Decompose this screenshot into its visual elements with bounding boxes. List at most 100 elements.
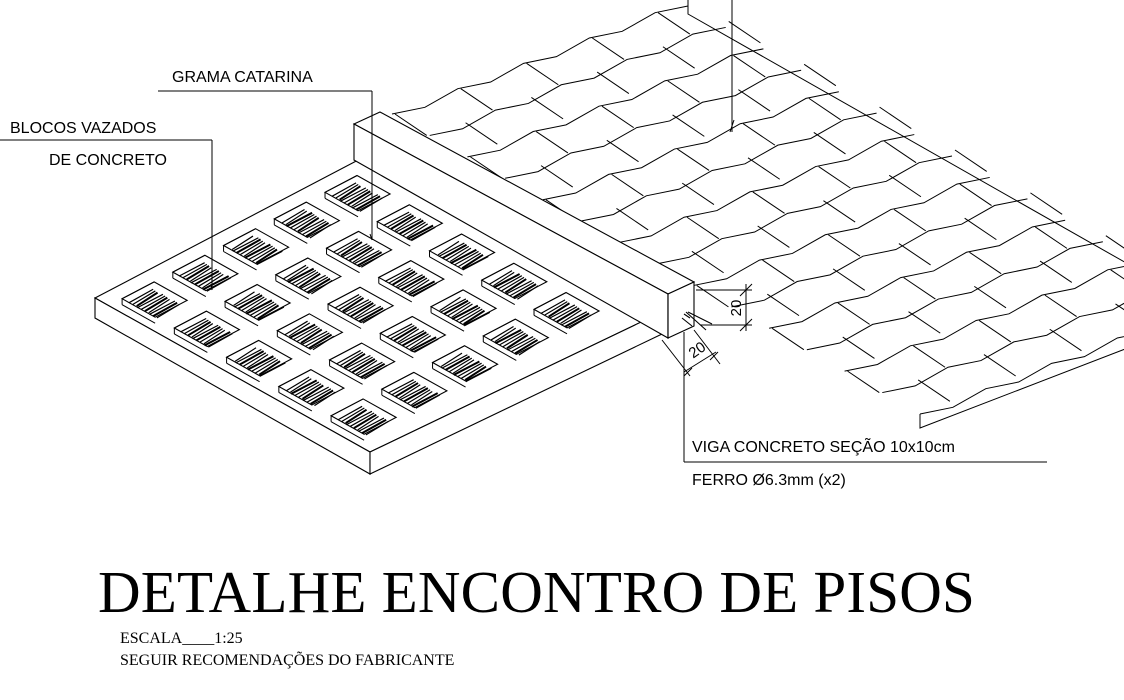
- paver-joint: [767, 293, 800, 317]
- dim-width-text: 20: [686, 339, 709, 362]
- paver-joint: [752, 191, 785, 214]
- paver-course-line: [505, 69, 802, 179]
- paver-joint: [823, 200, 856, 223]
- paver-course-line: [769, 219, 1066, 329]
- paver-joint: [662, 46, 695, 69]
- paver-joint: [808, 97, 841, 121]
- paver-joint: [893, 209, 927, 232]
- paver-joint: [733, 55, 766, 78]
- paver-course-line: [542, 91, 839, 201]
- paver-course-line: [731, 198, 1028, 308]
- paver-joint: [742, 123, 776, 146]
- block-cell: [274, 257, 343, 300]
- paver-joint: [1049, 328, 1082, 352]
- paver-joint: [832, 268, 866, 291]
- block-cell: [276, 313, 344, 356]
- paver-joint: [616, 208, 649, 231]
- paver-course-line: [806, 241, 1103, 351]
- block-cell: [431, 345, 499, 388]
- block-cell: [222, 228, 290, 271]
- paver-joint: [747, 157, 781, 180]
- paver-joint: [606, 139, 639, 163]
- block-cell: [380, 371, 449, 415]
- interlocking-pavers: [391, 0, 1124, 429]
- paver-joint: [601, 105, 634, 129]
- paver-joint: [696, 285, 729, 308]
- paver-course-line: [429, 26, 726, 136]
- block-cells: [120, 174, 601, 441]
- paver-joint: [540, 165, 574, 188]
- block-cell: [173, 310, 241, 353]
- paver-joint: [818, 166, 851, 189]
- paver-course-line: [467, 48, 764, 158]
- paver-course-line: [655, 155, 953, 265]
- paver-joint: [879, 106, 912, 129]
- paver-joint: [531, 97, 564, 120]
- paver-course-line: [882, 302, 1124, 394]
- rebar-section: [681, 311, 713, 331]
- paver-joint: [913, 345, 946, 368]
- block-cell: [482, 318, 550, 361]
- block-cell: [429, 289, 498, 332]
- paver-joint: [667, 80, 700, 103]
- block-cell: [532, 291, 601, 335]
- block-cell: [273, 201, 341, 244]
- block-cell: [376, 204, 444, 247]
- paver-joint: [813, 132, 846, 155]
- paver-joint: [460, 88, 493, 111]
- paver-joint: [677, 148, 710, 171]
- paver-joint: [974, 285, 1007, 309]
- paver-joint: [959, 183, 992, 206]
- paver-joint: [762, 259, 795, 282]
- paver-joint: [1044, 294, 1077, 317]
- block-cell: [329, 398, 398, 441]
- paver-joint: [738, 89, 771, 112]
- dimension-width: [661, 329, 721, 377]
- paver-course-line: [580, 112, 877, 222]
- label-ferro: FERRO Ø6.3mm (x2): [692, 472, 846, 489]
- paver-course-line: [919, 336, 1124, 415]
- block-cell: [225, 339, 293, 383]
- label-grama-catarina: GRAMA CATARINA: [172, 69, 313, 86]
- block-cell: [171, 254, 240, 298]
- drawing-title: DETALHE ENCONTRO DE PISOS: [98, 559, 976, 625]
- paver-joint: [728, 21, 761, 44]
- block-cell: [328, 342, 396, 385]
- manufacturer-note: SEGUIR RECOMENDAÇÕES DO FABRICANTE: [120, 652, 455, 669]
- paver-joint: [535, 131, 569, 154]
- paver-joint: [898, 243, 931, 266]
- paver-joint: [827, 234, 861, 257]
- label-blocos-vazados-2: DE CONCRETO: [49, 152, 167, 169]
- paver-joint: [969, 251, 1002, 275]
- paver-joint: [1030, 192, 1063, 215]
- paver-joint: [917, 379, 951, 402]
- scale-note: ESCALA____1:25: [120, 630, 243, 647]
- leader-lines: [0, 0, 1047, 463]
- paver-joint: [526, 62, 559, 86]
- concrete-grass-block: [93, 157, 664, 475]
- paver-joint: [903, 277, 936, 300]
- paver-joint: [757, 225, 790, 248]
- paver-joint: [596, 71, 630, 94]
- block-cell: [326, 286, 395, 329]
- paver-joint: [691, 250, 724, 274]
- block-cell: [377, 259, 445, 303]
- paver-joint: [842, 336, 875, 359]
- paver-joint: [847, 370, 880, 393]
- paver-joint: [1039, 260, 1073, 283]
- label-blocos-vazados-1: BLOCOS VAZADOS: [10, 120, 156, 137]
- paver-course-line: [618, 134, 915, 244]
- paver-joint: [1110, 269, 1124, 280]
- concrete-beam: [352, 111, 696, 339]
- paver-joint: [954, 149, 987, 172]
- label-viga: VIGA CONCRETO SEÇÃO 10x10cm: [692, 436, 955, 456]
- paver-joint: [837, 302, 870, 325]
- paver-joint: [908, 311, 941, 334]
- paver-joint: [611, 173, 644, 197]
- paver-joint: [978, 320, 1012, 343]
- block-cell: [323, 174, 392, 218]
- block-cell: [428, 233, 496, 276]
- dimension-height: [696, 283, 753, 332]
- paver-joint: [1115, 303, 1124, 311]
